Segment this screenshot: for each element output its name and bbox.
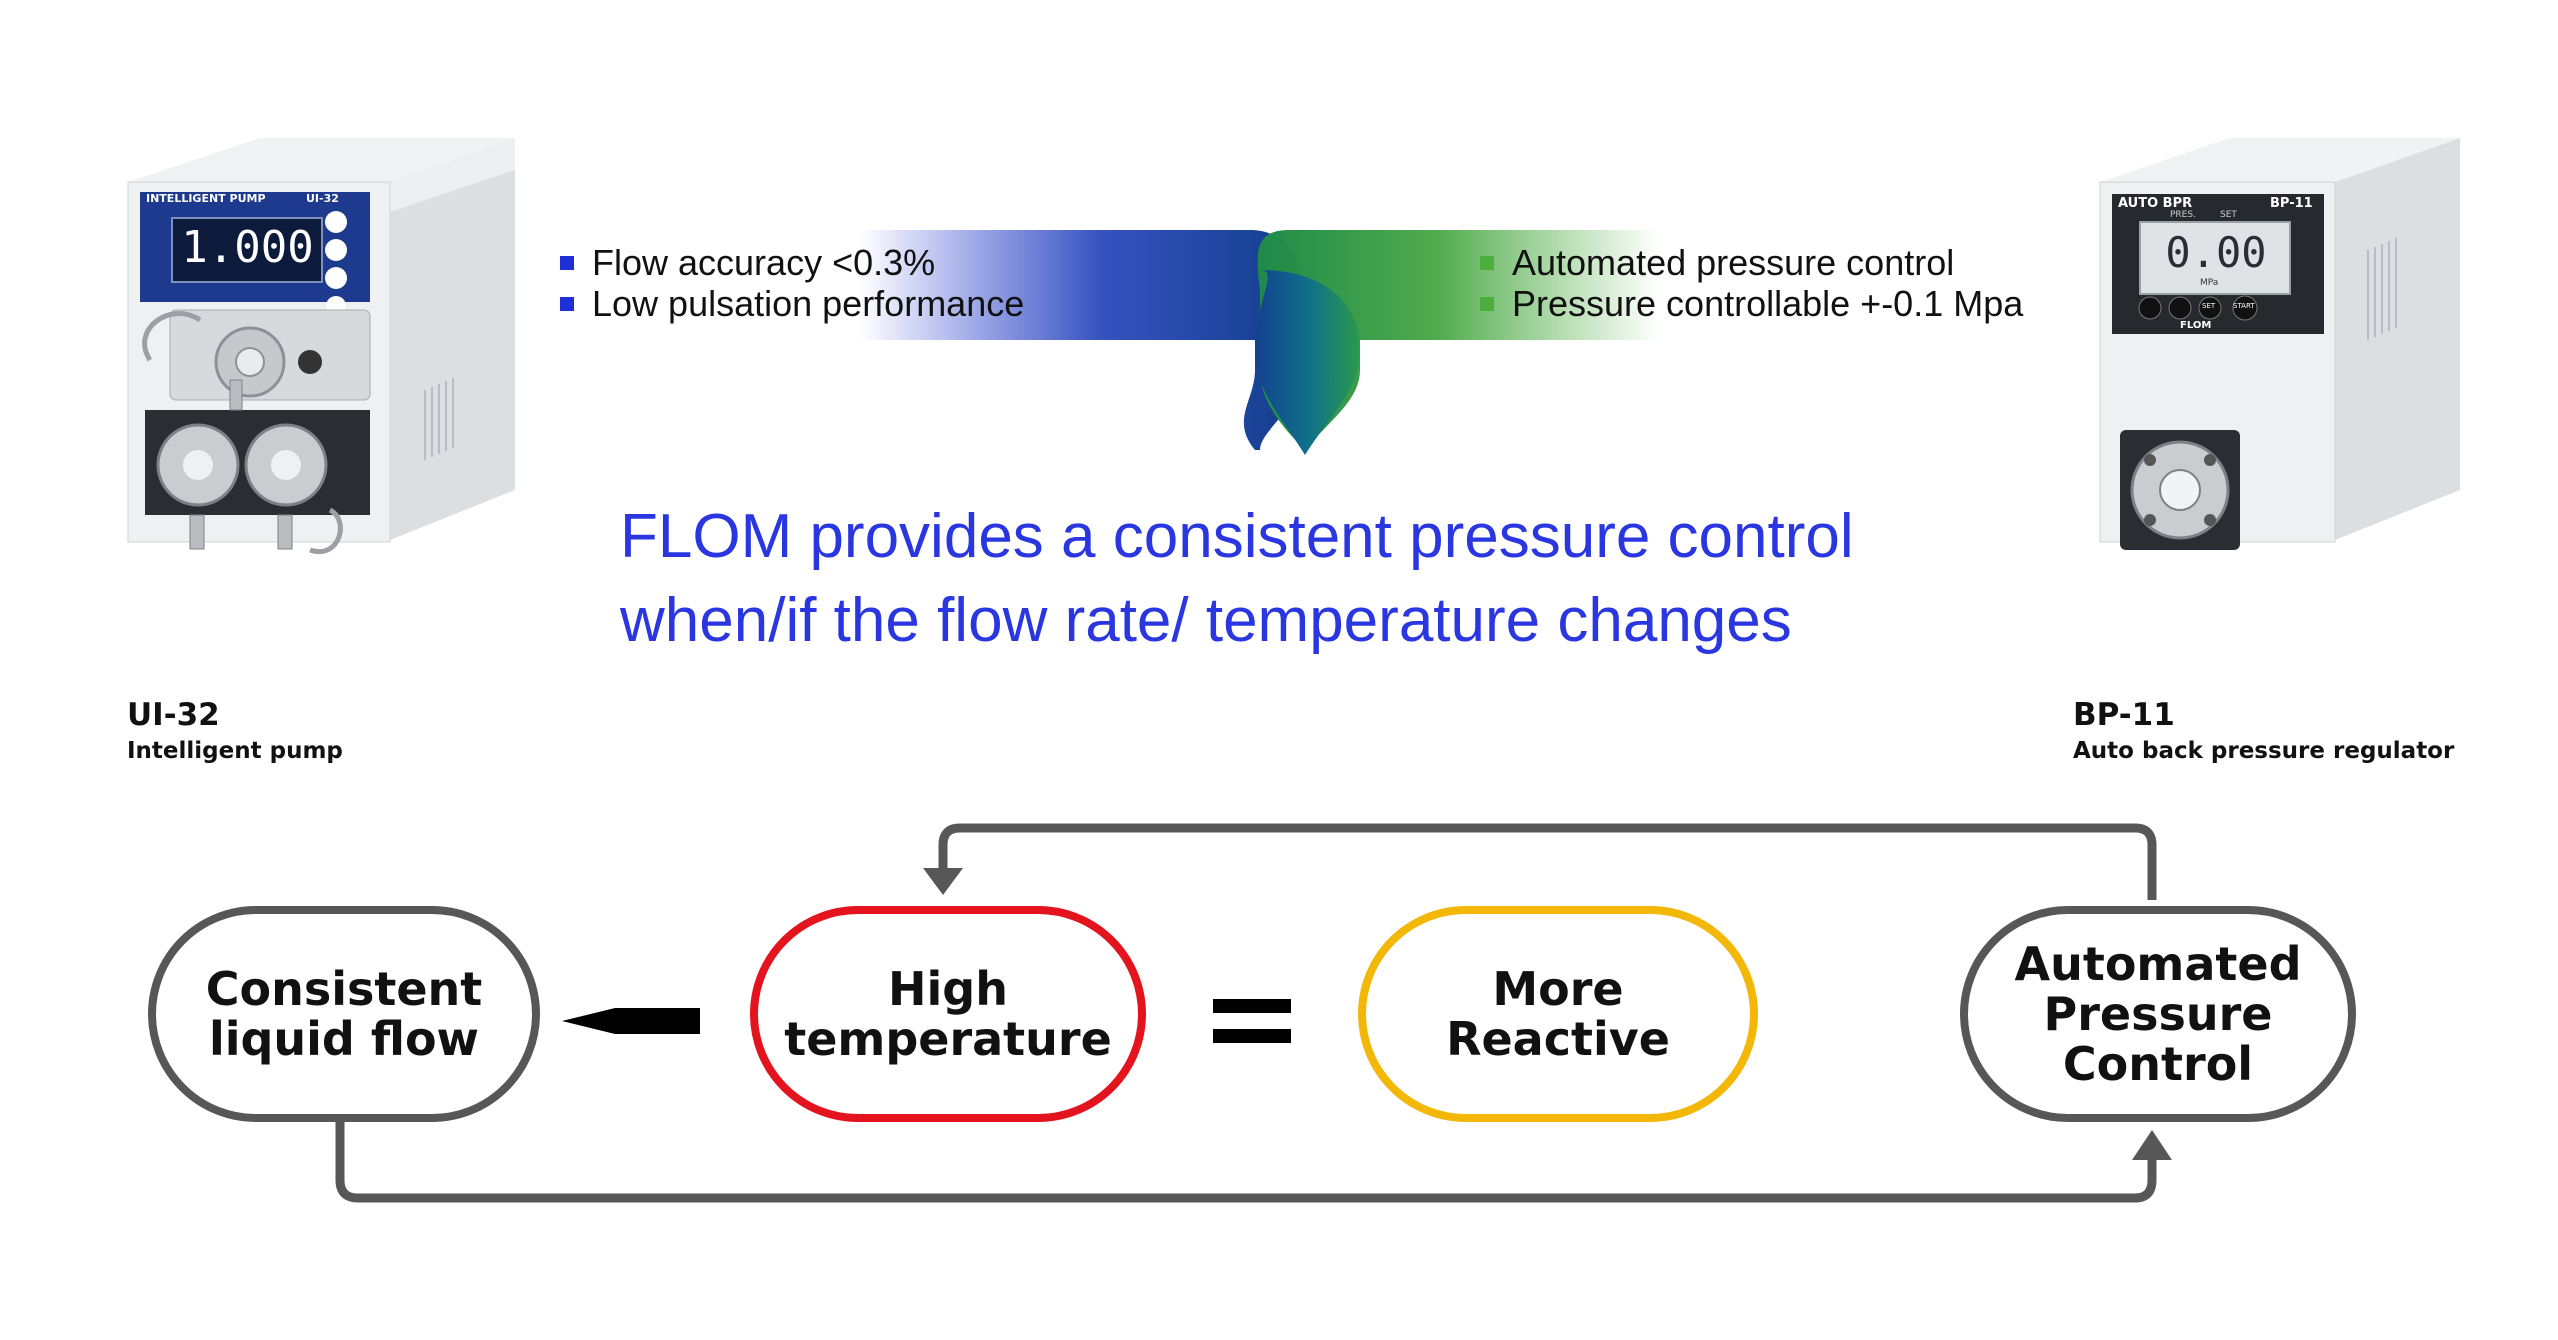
automated-control-line-1: Automated xyxy=(2014,937,2302,991)
consistent-flow-pill: Consistent liquid flow xyxy=(148,906,540,1122)
blue-bullet-icon xyxy=(560,255,574,270)
ui32-subtitle: Intelligent pump xyxy=(127,738,343,764)
headline-line-2: when/if the flow rate/ temperature chang… xyxy=(620,586,1792,655)
automated-control-pill: Automated Pressure Control xyxy=(1960,906,2356,1122)
bp11-model-label: BP-11 xyxy=(2270,196,2313,211)
bp11-subtitle: Auto back pressure regulator xyxy=(2073,738,2455,764)
bp11-display-right-label: SET xyxy=(2220,210,2237,220)
bp11-display-value: 0.00 xyxy=(2165,228,2267,277)
bp11-brand-label: AUTO BPR xyxy=(2118,196,2193,211)
left-feature-list: Flow accuracy <0.3% Low pulsation perfor… xyxy=(560,242,1024,324)
ui32-display-value: 1.000 xyxy=(181,222,314,273)
ui32-brand-label: INTELLIGENT PUMP xyxy=(146,192,266,205)
consistent-flow-line-2: liquid flow xyxy=(208,1012,480,1066)
merging-flow-graphic xyxy=(860,230,1660,455)
ui32-model-label: UI-32 xyxy=(306,192,339,205)
ui32-title: UI-32 xyxy=(127,697,220,733)
automated-control-line-3: Control xyxy=(2062,1037,2254,1091)
more-reactive-line-1: More xyxy=(1492,962,1624,1016)
bp11-title: BP-11 xyxy=(2073,697,2175,733)
more-reactive-pill: More Reactive xyxy=(1358,906,1758,1122)
ui32-pump-illustration: INTELLIGENT PUMP UI-32 1.000 xyxy=(110,130,550,650)
bp11-flom-logo: FLOM xyxy=(2180,320,2212,331)
high-temperature-line-2: temperature xyxy=(784,1012,1112,1066)
right-feature-item: Automated pressure control xyxy=(1480,242,2023,283)
left-feature-item: Low pulsation performance xyxy=(560,283,1024,324)
consistent-flow-line-1: Consistent xyxy=(205,962,483,1016)
headline-line-1: FLOM provides a consistent pressure cont… xyxy=(620,502,1854,571)
more-reactive-line-2: Reactive xyxy=(1446,1012,1670,1066)
right-feature-text: Automated pressure control xyxy=(1512,242,1955,283)
green-bullet-icon xyxy=(1480,255,1494,270)
bp11-display-unit: MPa xyxy=(2200,278,2219,288)
blue-bullet-icon xyxy=(560,296,574,311)
right-feature-list: Automated pressure control Pressure cont… xyxy=(1480,242,2023,324)
left-feature-text: Low pulsation performance xyxy=(592,283,1025,324)
right-feature-text: Pressure controllable +-0.1 Mpa xyxy=(1512,283,2024,324)
high-temperature-pill: High temperature xyxy=(750,906,1146,1122)
high-temperature-line-1: High xyxy=(888,962,1008,1016)
left-feature-item: Flow accuracy <0.3% xyxy=(560,242,1024,283)
bp11-display-left-label: PRES. xyxy=(2170,210,2196,220)
automated-control-line-2: Pressure xyxy=(2043,987,2273,1041)
right-feature-item: Pressure controllable +-0.1 Mpa xyxy=(1480,283,2023,324)
bp11-start-button-label: START xyxy=(2233,302,2255,310)
headline: FLOM provides a consistent pressure cont… xyxy=(620,495,2020,663)
bp11-regulator-illustration: AUTO BPR BP-11 PRES. SET 0.00 MPa SET ST… xyxy=(2070,130,2490,650)
green-bullet-icon xyxy=(1480,296,1494,311)
bp11-set-button-label: SET xyxy=(2202,302,2216,310)
left-feature-text: Flow accuracy <0.3% xyxy=(592,242,936,283)
